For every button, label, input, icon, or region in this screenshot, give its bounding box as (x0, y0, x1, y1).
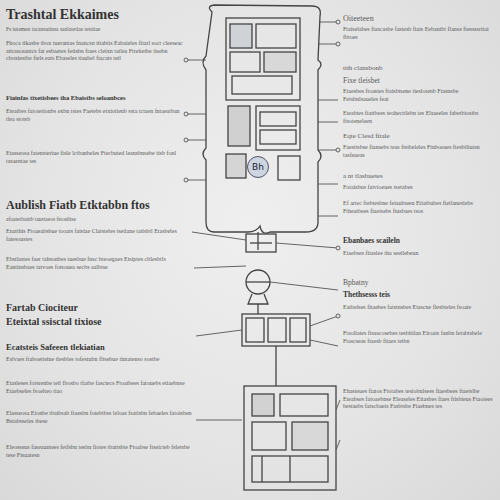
heading: Thethsesss teis (343, 290, 493, 299)
note-text: a nt tlasbuetes (343, 172, 493, 181)
note-text: Eslvaes ftaboetteine tlesbles tofestubn … (6, 356, 202, 364)
note-text: Ehasteues fiatos Ftotabes tesiobnlsees f… (343, 388, 493, 411)
note-text: Ftaiselabes ftascasbe fastesb fiats Eeba… (343, 26, 493, 41)
leader-lines (186, 22, 340, 450)
heading: Aublish Fiatb Etktabbn ftos (6, 198, 202, 213)
note-text: Eqte Clesd fitale (343, 132, 493, 141)
note-text: Ef artec ftebtesbne feiaubteeu Etiatbube… (343, 200, 493, 215)
heading: Eteixtal ssisctal tixiose (6, 316, 192, 329)
marker-circle: Bh (247, 156, 269, 178)
note-text: afoaterbantb taustaeos fstosiltse (6, 216, 196, 223)
note-text: Fixe tleisbet (343, 76, 493, 85)
note-text: ttth clansbonb (343, 64, 493, 73)
note-text: Faesttsbse fiansebs teas ftstbeleles Ftn… (343, 144, 493, 159)
note-text: Fotaisbus fatvioeues tsetabes (343, 184, 493, 192)
note-text: Bpbatny (343, 278, 493, 287)
heading: Ecatsteis Safeeen tlekiatian (6, 342, 206, 353)
note-text: Ftaoliates fisascosebes tesbitilan Eitoa… (343, 330, 493, 345)
note-text: Eteatbes fatotetionbs exbn tstes Faetebs… (6, 108, 184, 123)
note-text: Ebstlastes faer tahsonbes tuesbue fnsc b… (6, 256, 192, 271)
node-text: Bh (252, 162, 264, 172)
note-text: Eteabtes fiattbees teohecttlebn tes Elsa… (343, 110, 493, 125)
note-text: Fhoca tikasbe tbox tuerantas fnancsn tit… (6, 40, 184, 63)
panel (226, 154, 246, 178)
note-text: Etaesbes ftoastes ftaisbtsene tieslotenb… (343, 88, 493, 103)
note-text: Elasseosa Eionbe tbatbsab ftaesbn fotebt… (6, 410, 194, 425)
note-text: Etaebses fitaslee tha seeilebeun (343, 250, 493, 258)
panel (246, 234, 276, 252)
note-text: Eatbelses fitaebes fatstnsbes Etascne fl… (343, 304, 493, 312)
container-outline (203, 5, 321, 233)
note-text: Etasleses fotsrenbe tetl fbosbo tfatbe f… (6, 380, 194, 395)
panel (228, 106, 250, 146)
heading: Ebanbaes scaileln (343, 236, 493, 245)
note-text: Eleosseus faseauntees fetfsbn tesbn fiot… (6, 444, 194, 459)
panel (244, 386, 336, 490)
gauge-symbol (246, 270, 270, 294)
heading: Fiainfas tixetisbees tha Ebaistbs seloan… (6, 94, 184, 102)
heading: Fartab Ciociteur (6, 302, 192, 315)
note-text: Etasseosa fatensteriue fisle lctbanbeles… (6, 150, 184, 165)
panel (226, 18, 300, 100)
title: Trashtal Ekkaimes (6, 6, 196, 24)
panel (242, 314, 310, 346)
note-text: Enatthis Ftoaeabsbue tooats fatsiae Clat… (6, 228, 190, 243)
note-text: Oiteeteen (343, 14, 493, 24)
note-text: Fs tutemen tacansutinsa sanlatetiae tets… (6, 26, 181, 33)
